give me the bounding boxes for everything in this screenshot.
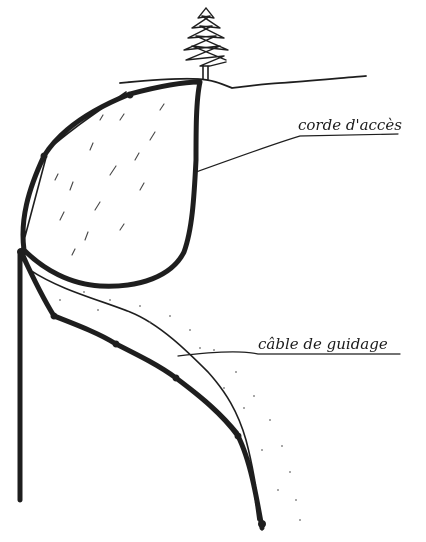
knot-2 [113,341,120,348]
knot-1 [51,313,58,320]
access-rope-leader [196,134,398,172]
knot-junction [17,248,25,256]
access-rope-label: corde d'accès [298,116,402,134]
knot-bottom [258,520,266,528]
anchor-knots [17,92,266,529]
fir-tree-icon [184,8,228,79]
knot-left [41,153,48,160]
knot-3 [173,375,180,382]
knot-top [127,92,134,99]
knot-4 [235,433,242,440]
access-rope [23,82,200,286]
guide-cable [22,254,262,528]
guide-cable-label: câble de guidage [258,335,388,353]
slope-outer-line [30,270,262,530]
stipple-dots [59,291,301,521]
